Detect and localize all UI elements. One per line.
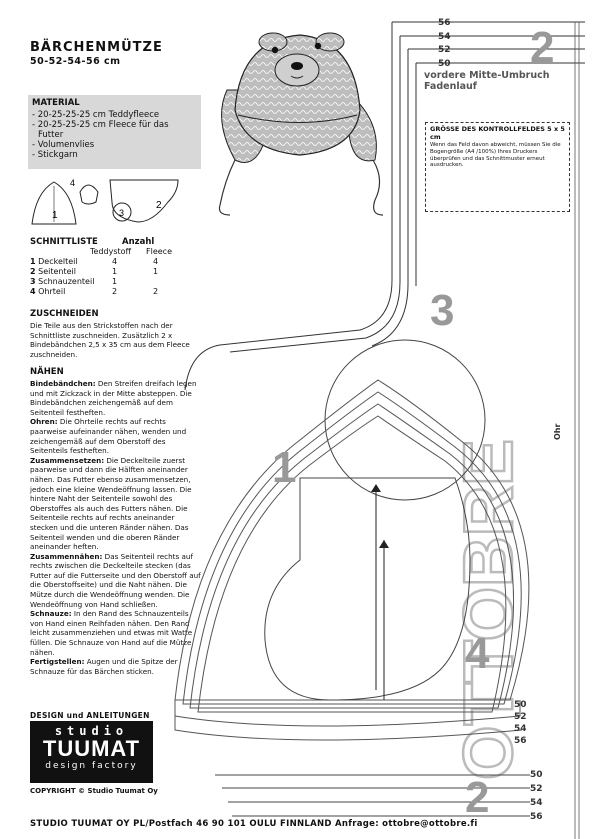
- step-ohren: Ohren: Die Ohrteile rechts auf rechts pa…: [30, 417, 187, 456]
- step-schnauze: Schnauze: In den Rand des Schnauzenteils…: [30, 609, 193, 657]
- naehen-heading: NÄHEN: [30, 367, 64, 377]
- material-item: - 20-25-25-25 cm Fleece für das: [32, 120, 169, 130]
- hat-brim-seam: [237, 114, 358, 123]
- size-range: 50-52-54-56 cm: [30, 56, 121, 67]
- right-eye: [314, 42, 322, 50]
- size-label: 52: [530, 784, 543, 794]
- deckelteil-outlines: [174, 379, 530, 741]
- piece-num-3: 3: [119, 208, 124, 218]
- left-tie: [218, 159, 236, 216]
- step-zusammennaehen: Zusammennähen: Das Seitenteil rechts auf…: [30, 551, 201, 609]
- size-label: 50: [514, 700, 527, 710]
- top-right-ear: [315, 32, 345, 52]
- piece-num-2: 2: [156, 200, 162, 211]
- schnittliste-row: 3 Schnauzenteil 1: [30, 277, 118, 286]
- grainline-deckel-arrow: [379, 540, 389, 548]
- footer-address: STUDIO TUUMAT OY PL/Postfach 46 90 101 O…: [30, 819, 478, 829]
- schnauze-piece-outline: [112, 202, 132, 222]
- seitenteil-top-lines: [184, 21, 585, 391]
- size-label: 56: [530, 812, 543, 822]
- piece-num-1: 1: [52, 210, 58, 221]
- schnittliste-row: 4 Ohrteil 2 2: [30, 287, 159, 296]
- page-title: BÄRCHENMÜTZE: [30, 40, 163, 55]
- vordere-mitte-label: vordere Mitte-Umbruch Fadenlauf: [424, 70, 550, 92]
- size-label: 54: [514, 724, 527, 734]
- seitenteil-bottom-lines: [215, 774, 530, 817]
- step-bindebaendchen: Bindebändchen: Den Streifen dreifach leg…: [30, 379, 197, 417]
- size-label: 54: [438, 32, 451, 42]
- ohr-piece-outline: [79, 184, 99, 205]
- step-zusammensetzen: Zusammensetzen: Die Deckelteile zuerst p…: [30, 455, 192, 552]
- size-label: 56: [438, 18, 451, 28]
- piece-num-4: 4: [70, 178, 75, 188]
- size-label: 52: [514, 712, 527, 722]
- piece-number-1: 1: [272, 443, 296, 492]
- col-fleece: Fleece: [146, 247, 172, 256]
- right-tie: [372, 159, 384, 216]
- seiten-piece-outline: [109, 179, 179, 223]
- ohrteil-outline: [264, 477, 471, 701]
- ottobre-watermark: OTTOBRE: [449, 439, 527, 780]
- naehen-text: Bindebändchen: Den Streifen dreifach leg…: [30, 379, 203, 676]
- schnittliste-heading: SCHNITTLISTE: [30, 237, 98, 247]
- kontrollfeld-box: GRÖSSE DES KONTROLLFELDES 5 x 5 cm Wenn …: [425, 122, 570, 212]
- piece-number-4: 4: [465, 629, 490, 678]
- material-item: - Volumenvlies: [32, 140, 95, 150]
- size-label: 52: [438, 45, 451, 55]
- design-credit: DESIGN und ANLEITUNGEN: [30, 711, 150, 720]
- piece-number-2-top: 2: [530, 23, 554, 72]
- pieces-overview-diagram: 1 2 3 4: [31, 178, 179, 225]
- studio-tuumat-logo: studio TUUMAT design factory: [30, 721, 153, 783]
- material-box: MATERIAL - 20-25-25-25 cm Teddyfleece - …: [28, 95, 201, 169]
- deckel-piece-outline: [31, 181, 77, 225]
- size-label: 50: [438, 59, 451, 69]
- nose: [291, 62, 303, 70]
- grainline-ohr-arrow: [371, 484, 381, 492]
- schnittliste-row: 1 Deckelteil 4 4: [30, 257, 159, 266]
- left-eye: [271, 46, 279, 54]
- piece-number-3: 3: [430, 286, 454, 335]
- mouth: [290, 75, 304, 79]
- material-item: - Stickgarn: [32, 150, 78, 160]
- right-edge-frame: [574, 22, 580, 839]
- piece-number-2-bottom: 2: [465, 773, 489, 822]
- material-item: - 20-25-25-25 cm Teddyfleece: [32, 110, 160, 120]
- copyright: COPYRIGHT © Studio Tuumat Oy: [30, 787, 158, 795]
- zuschneiden-text: Die Teile aus den Strickstoffen nach der…: [30, 321, 190, 359]
- material-heading: MATERIAL: [32, 98, 80, 108]
- size-label: 56: [514, 736, 527, 746]
- material-list: - 20-25-25-25 cm Teddyfleece - 20-25-25-…: [32, 110, 169, 160]
- schnittliste-anzahl-label: Anzahl: [122, 237, 155, 247]
- zuschneiden-heading: ZUSCHNEIDEN: [30, 309, 99, 319]
- material-item: Futter: [38, 130, 64, 140]
- ohr-label: Ohr: [553, 424, 562, 440]
- step-fertigstellen: Fertigstellen: Augen und die Spitze der …: [30, 657, 178, 676]
- col-teddystoff: Teddystoff: [90, 247, 132, 256]
- size-label: 54: [530, 798, 543, 808]
- bear-hat-illustration: [218, 32, 384, 216]
- schnittliste-row: 2 Seitenteil 1 1: [30, 267, 159, 276]
- size-label: 50: [530, 770, 543, 780]
